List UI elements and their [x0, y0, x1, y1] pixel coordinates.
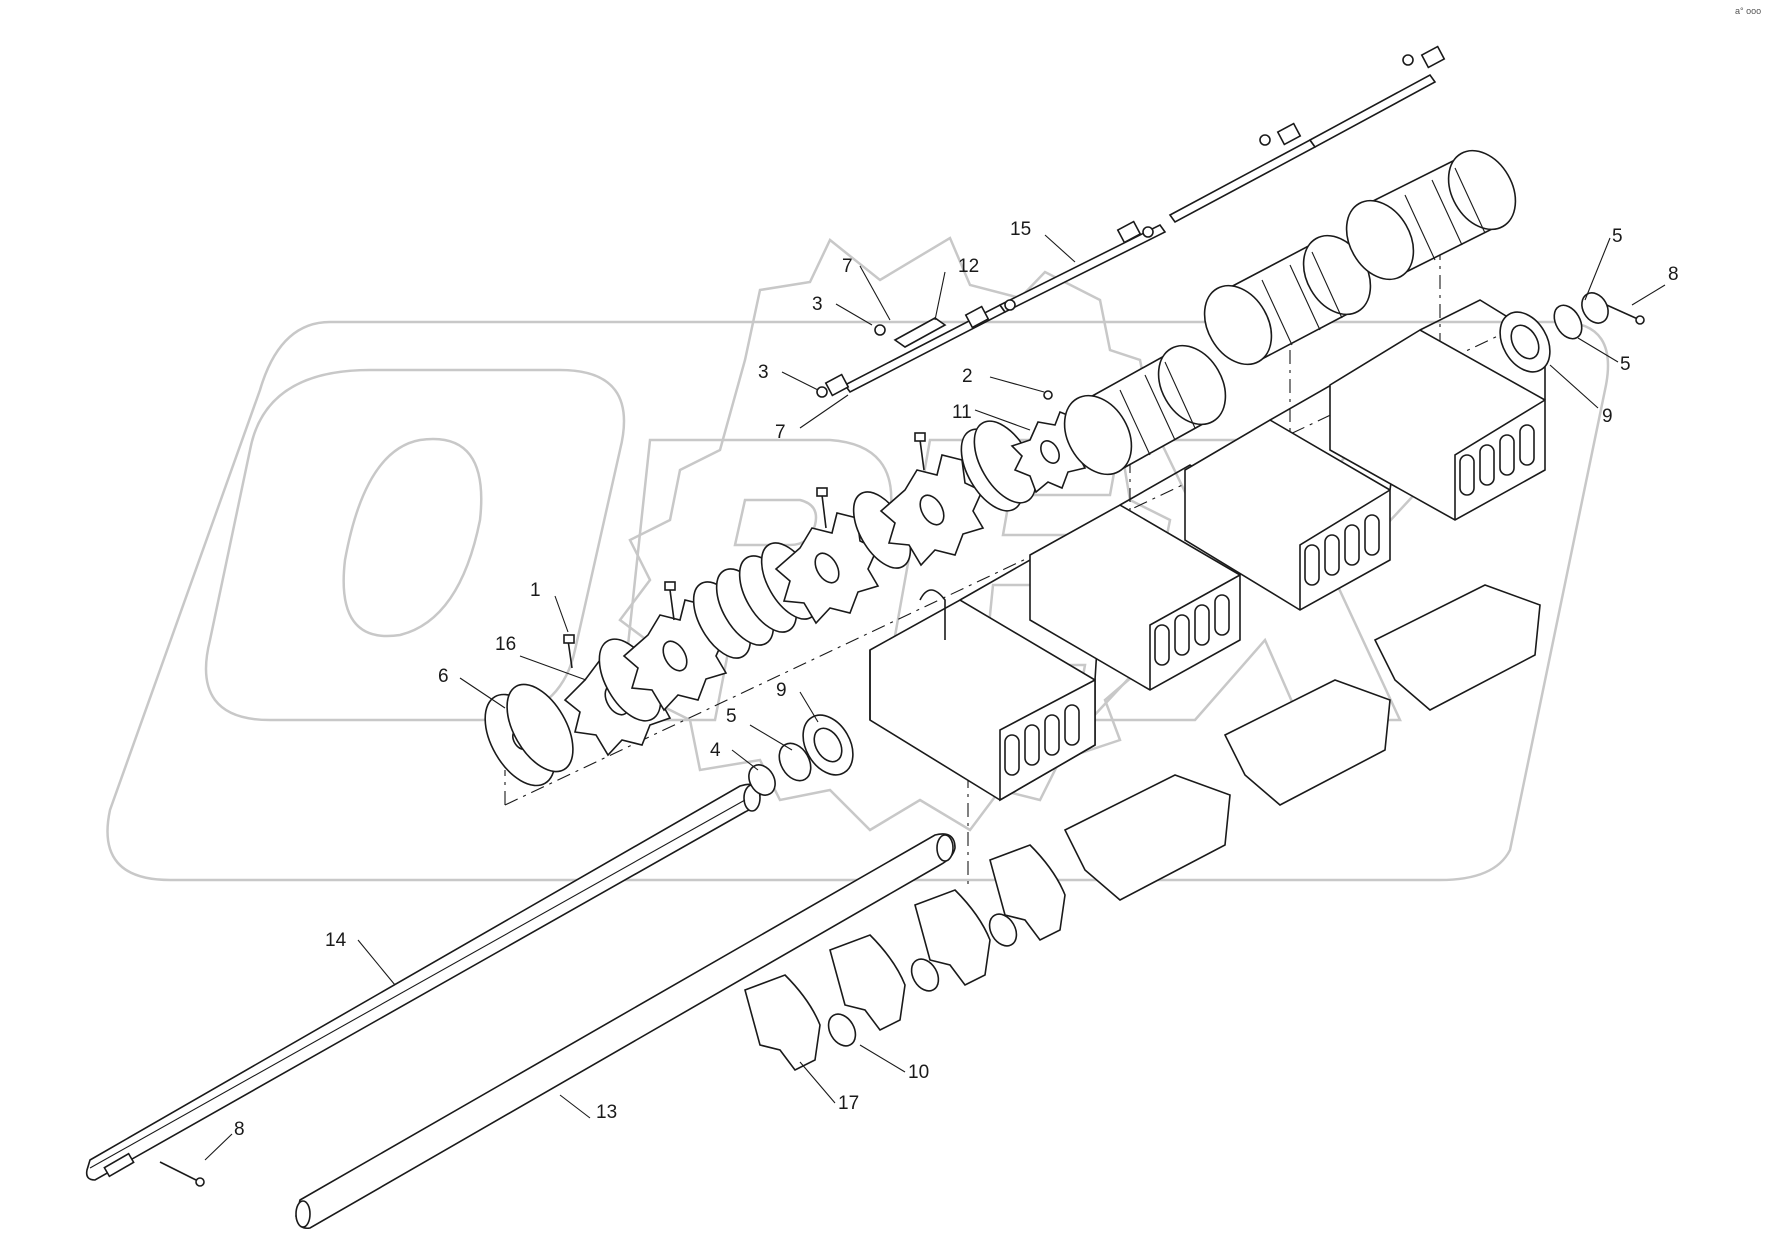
svg-text:6: 6: [438, 666, 449, 687]
callout-8-left: 8: [204, 1119, 245, 1161]
housing-boxes: [869, 299, 1546, 802]
svg-text:4: 4: [710, 740, 721, 761]
svg-text:7: 7: [842, 256, 853, 277]
cotter-pin-left: [159, 1161, 205, 1187]
discs-and-sprockets: [484, 390, 1087, 787]
keyed-shaft: [85, 783, 761, 1181]
callout-3-lower: 3: [758, 362, 819, 391]
callout-12: 12: [934, 256, 979, 321]
callout-15: 15: [1010, 219, 1076, 263]
callout-13: 13: [559, 1094, 617, 1123]
svg-text:15: 15: [1010, 219, 1031, 240]
callout-7-upper: 7: [842, 256, 891, 321]
svg-text:5: 5: [726, 706, 737, 727]
svg-text:2: 2: [962, 366, 973, 387]
callout-2: 2: [962, 366, 1045, 393]
svg-text:5: 5: [1612, 226, 1623, 247]
callout-9-right: 9: [1549, 364, 1613, 427]
svg-text:16: 16: [495, 634, 516, 655]
svg-text:3: 3: [758, 362, 769, 383]
svg-text:14: 14: [325, 930, 347, 951]
svg-text:7: 7: [775, 422, 786, 443]
callout-6: 6: [438, 666, 506, 709]
callout-5-left: 5: [726, 706, 793, 751]
callout-14: 14: [325, 930, 396, 986]
callout-8-right: 8: [1631, 264, 1679, 306]
support-shoes: [744, 584, 1541, 1072]
svg-text:13: 13: [596, 1102, 617, 1123]
svg-text:8: 8: [1668, 264, 1679, 285]
svg-text:12: 12: [958, 256, 979, 277]
callout-1: 1: [530, 580, 569, 633]
corner-mark: a° ooo: [1735, 6, 1761, 16]
svg-text:9: 9: [1602, 406, 1613, 427]
svg-text:17: 17: [838, 1093, 859, 1114]
callout-17: 17: [799, 1061, 859, 1114]
callout-5-right: 5: [1577, 337, 1631, 375]
callout-9-left: 9: [776, 680, 819, 723]
mounting-rail-assembly: [816, 45, 1446, 398]
svg-text:10: 10: [908, 1062, 929, 1083]
roller-drums: [1063, 149, 1517, 476]
svg-text:3: 3: [812, 294, 823, 315]
svg-text:8: 8: [234, 1119, 245, 1140]
svg-text:9: 9: [776, 680, 787, 701]
callouts: 1 16 6 2 11 3 3 7: [204, 219, 1679, 1161]
bearings-and-washers: [748, 292, 1609, 796]
callout-4: 4: [710, 740, 759, 771]
callout-7-lower: 7: [775, 394, 849, 443]
svg-text:11: 11: [952, 402, 972, 423]
callout-16: 16: [495, 634, 587, 681]
plain-shaft: [295, 833, 956, 1230]
callout-10: 10: [859, 1044, 929, 1083]
svg-text:1: 1: [530, 580, 541, 601]
callout-11: 11: [952, 402, 1031, 431]
svg-text:5: 5: [1620, 354, 1631, 375]
callout-3-upper: 3: [812, 294, 873, 326]
callout-5-upper-right: 5: [1584, 226, 1623, 301]
